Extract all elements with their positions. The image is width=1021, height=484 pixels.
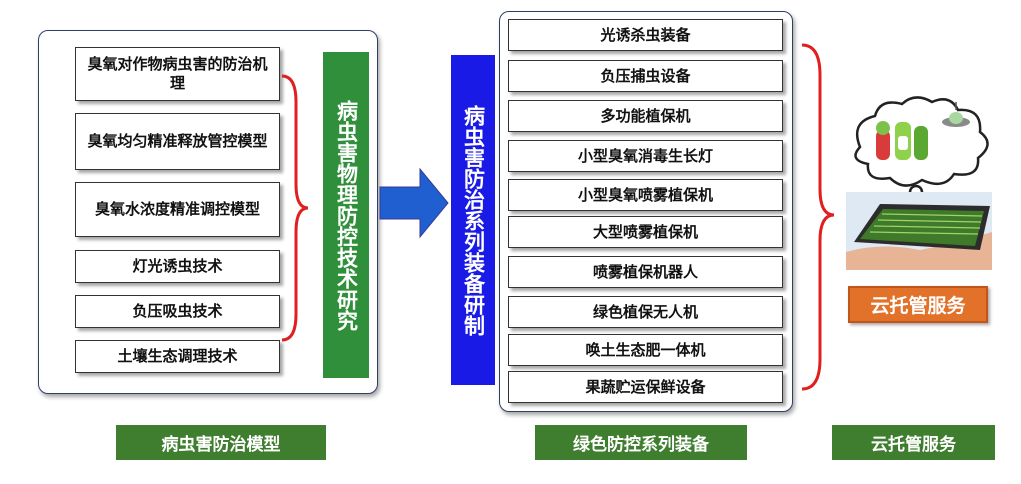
equipment-development-label: 病虫害防治系列装备研制 bbox=[451, 55, 495, 385]
equipment-item-7: 喷雾植保机器人 bbox=[508, 256, 783, 288]
equipment-item-6: 大型喷雾植保机 bbox=[508, 216, 783, 248]
equipment-item-5: 小型臭氧喷雾植保机 bbox=[508, 179, 783, 211]
arrow-right-icon bbox=[379, 167, 449, 239]
equipment-item-10: 果蔬贮运保鲜设备 bbox=[508, 371, 783, 403]
equipment-item-9: 唤土生态肥一体机 bbox=[508, 334, 783, 366]
left-brace-icon bbox=[281, 74, 309, 342]
cloud-service-badge: 云托管服务 bbox=[848, 286, 988, 323]
model-item-3: 臭氧水浓度精准调控模型 bbox=[75, 182, 280, 237]
caption-cloud-service: 云托管服务 bbox=[832, 425, 995, 460]
model-item-1: 臭氧对作物病虫害的防治机理 bbox=[75, 47, 280, 101]
equipment-item-2: 负压捕虫设备 bbox=[508, 60, 783, 92]
model-item-4: 灯光诱虫技术 bbox=[75, 250, 280, 283]
equipment-item-4: 小型臭氧消毒生长灯 bbox=[508, 140, 783, 172]
caption-model: 病虫害防治模型 bbox=[116, 425, 326, 460]
equipment-item-1: 光诱杀虫装备 bbox=[508, 19, 783, 51]
model-item-5: 负压吸虫技术 bbox=[75, 295, 280, 328]
equipment-item-3: 多功能植保机 bbox=[508, 100, 783, 132]
caption-equipment: 绿色防控系列装备 bbox=[535, 425, 747, 460]
equipment-item-8: 绿色植保无人机 bbox=[508, 296, 783, 328]
right-brace-icon bbox=[801, 43, 835, 391]
model-item-6: 土壤生态调理技术 bbox=[75, 340, 280, 373]
cloud-hand-farm-icon bbox=[846, 96, 992, 270]
model-item-2: 臭氧均匀精准释放管控模型 bbox=[75, 113, 280, 170]
physical-control-research-label: 病虫害物理防控技术研究 bbox=[323, 52, 369, 378]
